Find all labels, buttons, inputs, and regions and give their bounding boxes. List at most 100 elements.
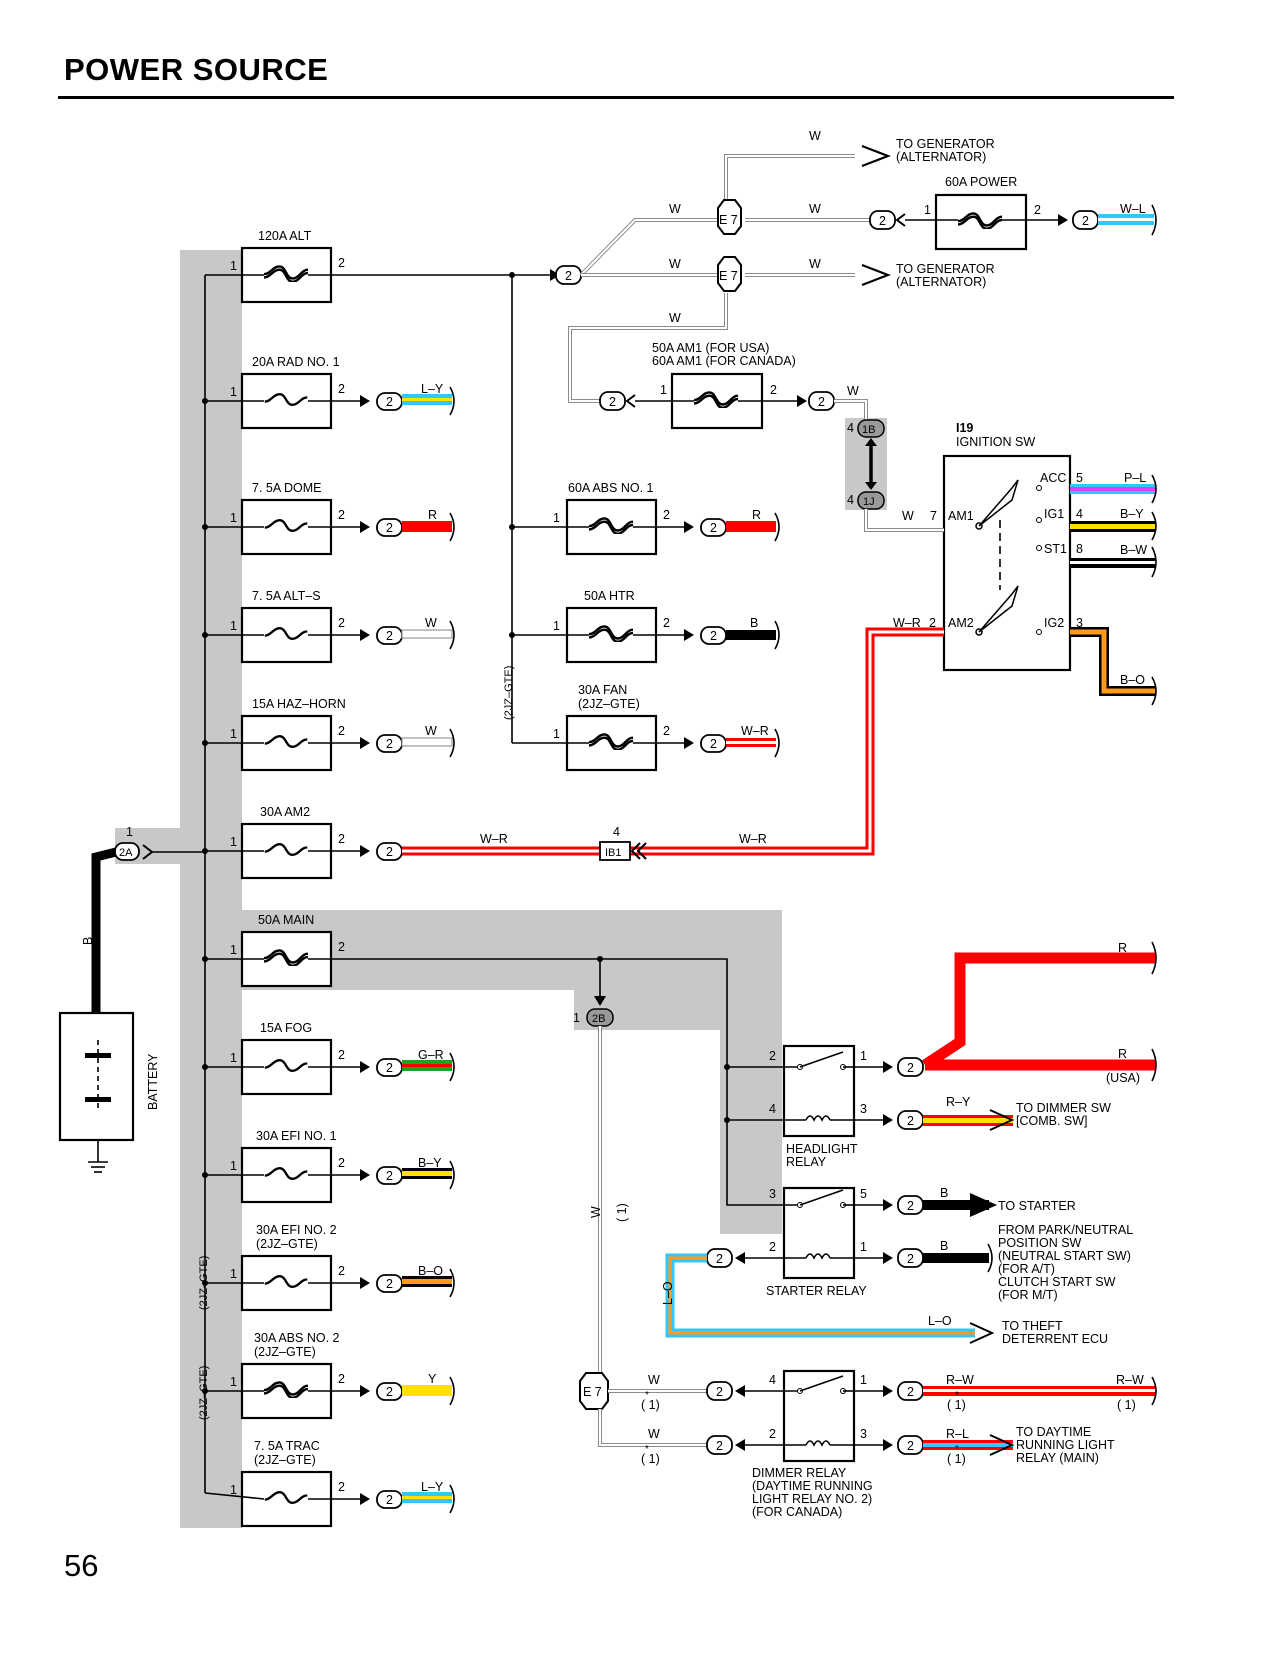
battery: BATTERY B 1 2A [58, 825, 205, 1173]
svg-text:E 7: E 7 [719, 213, 738, 227]
svg-text:RELAY: RELAY [786, 1155, 827, 1169]
svg-text:TO GENERATOR: TO GENERATOR [896, 137, 995, 151]
battery-wire-label: B [81, 937, 95, 945]
svg-text:( 1): ( 1) [1117, 1398, 1136, 1412]
svg-text:TO GENERATOR: TO GENERATOR [896, 262, 995, 276]
svg-text:W: W [648, 1427, 660, 1441]
svg-text:R: R [752, 508, 761, 522]
svg-text:E 7: E 7 [583, 1385, 602, 1399]
svg-text:2: 2 [386, 1385, 393, 1399]
fuse-7-5a-alt-s: 7. 5A ALT–S 1 2 2 W [205, 589, 455, 664]
svg-text:( 1): ( 1) [615, 1203, 629, 1222]
svg-text:2B: 2B [592, 1013, 605, 1025]
svg-text:2: 2 [770, 383, 777, 397]
svg-text:(2JZ–GTE): (2JZ–GTE) [503, 666, 515, 720]
svg-text:1: 1 [924, 203, 931, 217]
svg-text:2: 2 [907, 1114, 914, 1128]
page-number: 56 [64, 1548, 99, 1583]
svg-text:30A FAN: 30A FAN [578, 683, 627, 697]
svg-text:(FOR A/T): (FOR A/T) [998, 1262, 1055, 1276]
svg-text:B–W: B–W [1120, 543, 1147, 557]
svg-text:P–L: P–L [1124, 471, 1146, 485]
svg-text:1: 1 [230, 727, 237, 741]
top-section: 2 E 7 E 7 W W W W W W TO GENERATOR (A [550, 129, 1157, 430]
svg-text:W: W [425, 724, 437, 738]
svg-text:W: W [425, 616, 437, 630]
svg-text:TO DAYTIME: TO DAYTIME [1016, 1425, 1091, 1439]
svg-text:7. 5A TRAC: 7. 5A TRAC [254, 1439, 320, 1453]
svg-text:2: 2 [769, 1240, 776, 1254]
svg-text:2: 2 [338, 1264, 345, 1278]
svg-text:2: 2 [710, 737, 717, 751]
svg-text:(NEUTRAL START SW): (NEUTRAL START SW) [998, 1249, 1131, 1263]
svg-text:2: 2 [663, 508, 670, 522]
svg-text:2: 2 [386, 737, 393, 751]
svg-text:(2JZ–GTE): (2JZ–GTE) [578, 697, 640, 711]
svg-text:R: R [1118, 1047, 1127, 1061]
svg-text:W: W [589, 1206, 603, 1218]
svg-text:2: 2 [1082, 214, 1089, 228]
svg-text:LIGHT RELAY NO. 2): LIGHT RELAY NO. 2) [752, 1492, 872, 1506]
svg-text:( 1): ( 1) [641, 1452, 660, 1466]
svg-text:1: 1 [230, 385, 237, 399]
svg-text:15A HAZ–HORN: 15A HAZ–HORN [252, 697, 346, 711]
svg-text:*: * [955, 1444, 959, 1455]
svg-text:I19: I19 [956, 421, 973, 435]
svg-text:4: 4 [769, 1373, 776, 1387]
svg-text:2: 2 [907, 1385, 914, 1399]
svg-text:HEADLIGHT: HEADLIGHT [786, 1142, 858, 1156]
svg-text:7. 5A ALT–S: 7. 5A ALT–S [252, 589, 321, 603]
svg-text:2: 2 [338, 382, 345, 396]
svg-text:1: 1 [573, 1011, 580, 1025]
svg-text:1: 1 [230, 1267, 237, 1281]
svg-text:B: B [940, 1239, 948, 1253]
svg-text:( 1): ( 1) [947, 1452, 966, 1466]
svg-text:30A AM2: 30A AM2 [260, 805, 310, 819]
connector-2A-label: 2A [119, 847, 133, 859]
svg-text:4: 4 [1076, 507, 1083, 521]
svg-text:2: 2 [769, 1049, 776, 1063]
svg-text:2: 2 [338, 940, 345, 954]
svg-text:TO THEFT: TO THEFT [1002, 1319, 1063, 1333]
left-fuse-column: 120A ALT 1 2 20A RAD NO. 1 1 2 2 L–Y [198, 229, 455, 1528]
svg-text:2: 2 [818, 395, 825, 409]
svg-text:AM2: AM2 [948, 616, 974, 630]
svg-text:R–Y: R–Y [946, 1095, 971, 1109]
svg-text:4: 4 [847, 421, 854, 435]
svg-text:2: 2 [663, 616, 670, 630]
svg-text:W: W [648, 1373, 660, 1387]
svg-text:15A FOG: 15A FOG [260, 1021, 312, 1035]
svg-text:2: 2 [710, 521, 717, 535]
svg-text:W: W [669, 311, 681, 325]
svg-text:( 1): ( 1) [641, 1398, 660, 1412]
svg-text:2: 2 [386, 395, 393, 409]
middle-fuse-column: (2JZ–GTE) 60A ABS NO. 1 1 2 2 R 50A HTR … [503, 275, 780, 772]
svg-text:4: 4 [847, 493, 854, 507]
svg-text:*: * [955, 1390, 959, 1401]
fuse-30a-fan: 30A FAN (2JZ–GTE) 1 2 2 W–R [512, 683, 780, 772]
svg-text:2: 2 [907, 1439, 914, 1453]
fuse-30a-am2: 30A AM2 1 2 2 [205, 805, 403, 880]
svg-text:*: * [645, 1444, 649, 1455]
svg-text:2: 2 [769, 1427, 776, 1441]
svg-text:2: 2 [879, 214, 886, 228]
svg-text:W: W [809, 129, 821, 143]
svg-text:B–O: B–O [418, 1264, 443, 1278]
svg-text:60A ABS NO. 1: 60A ABS NO. 1 [568, 481, 654, 495]
svg-text:2: 2 [716, 1385, 723, 1399]
svg-text:2: 2 [338, 724, 345, 738]
battery-label: BATTERY [146, 1053, 160, 1110]
svg-text:W: W [847, 384, 859, 398]
svg-text:W–R: W–R [739, 832, 767, 846]
svg-text:1: 1 [660, 383, 667, 397]
svg-text:1: 1 [230, 1051, 237, 1065]
svg-text:30A EFI NO. 1: 30A EFI NO. 1 [256, 1129, 337, 1143]
svg-text:B–O: B–O [1120, 673, 1145, 687]
svg-text:1: 1 [230, 259, 237, 273]
svg-text:1J: 1J [863, 496, 875, 508]
svg-text:W–L: W–L [1120, 202, 1146, 216]
svg-text:Y: Y [428, 1372, 437, 1386]
svg-text:2: 2 [338, 508, 345, 522]
svg-text:R–L: R–L [946, 1427, 969, 1441]
svg-text:W: W [669, 257, 681, 271]
